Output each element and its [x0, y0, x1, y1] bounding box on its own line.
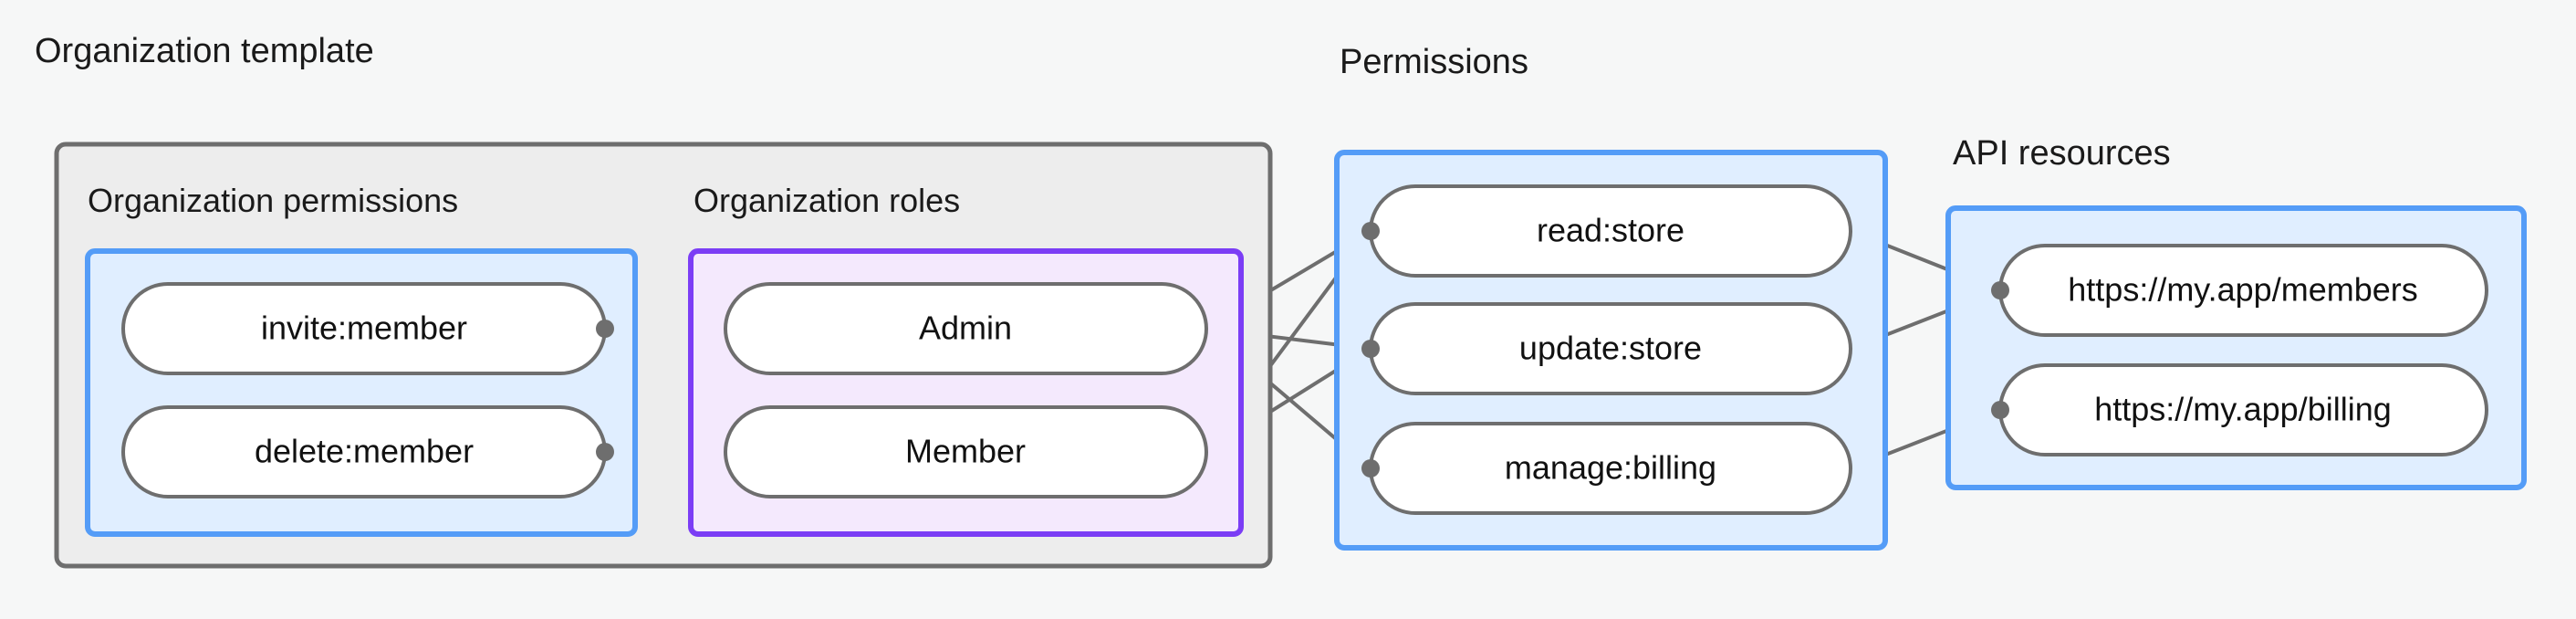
node-read-store[interactable]: read:store — [1369, 184, 1852, 278]
node-billing-url-label: https://my.app/billing — [2094, 391, 2392, 428]
node-members-url-label: https://my.app/members — [2068, 271, 2417, 309]
node-manage-billing[interactable]: manage:billing — [1369, 422, 1852, 515]
organization-roles-title: Organization roles — [694, 182, 960, 219]
port-read-store-left — [1361, 222, 1380, 240]
node-admin-label: Admin — [919, 310, 1012, 347]
node-manage-billing-label: manage:billing — [1505, 449, 1716, 487]
node-invite-member-label: invite:member — [261, 310, 467, 347]
port-update-store-left — [1361, 340, 1380, 358]
node-billing-url[interactable]: https://my.app/billing — [1998, 363, 2488, 456]
node-member[interactable]: Member — [724, 405, 1208, 498]
node-admin[interactable]: Admin — [724, 282, 1208, 375]
port-invite-member-right — [596, 320, 614, 338]
node-update-store[interactable]: update:store — [1369, 302, 1852, 395]
node-update-store-label: update:store — [1519, 330, 1702, 367]
node-invite-member[interactable]: invite:member — [121, 282, 607, 375]
api-resources-title: API resources — [1953, 134, 2171, 173]
port-members-url-left — [1991, 281, 2009, 299]
node-read-store-label: read:store — [1537, 212, 1684, 249]
organization-permissions-title: Organization permissions — [88, 182, 458, 219]
organization-template-title: Organization template — [35, 32, 374, 70]
port-manage-billing-left — [1361, 459, 1380, 477]
node-members-url[interactable]: https://my.app/members — [1998, 244, 2488, 337]
permissions-title: Permissions — [1340, 43, 1528, 81]
port-billing-url-left — [1991, 401, 2009, 419]
port-delete-member-right — [596, 443, 614, 461]
node-member-label: Member — [905, 433, 1026, 470]
node-delete-member-label: delete:member — [255, 433, 474, 470]
node-delete-member[interactable]: delete:member — [121, 405, 607, 498]
